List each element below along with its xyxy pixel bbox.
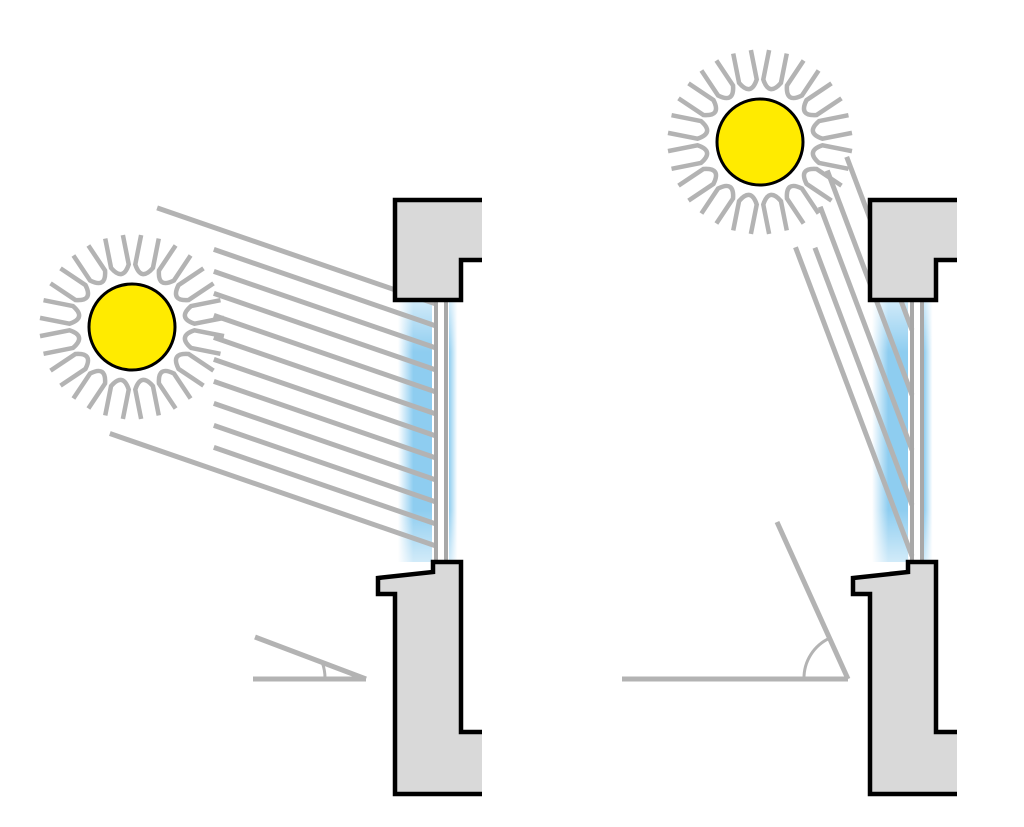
light-ray (213, 335, 437, 417)
sun-ray-petal (801, 81, 843, 118)
sun-ray-petal (182, 327, 225, 356)
sun-ray-petal (760, 49, 789, 92)
sun-ray-petal (71, 368, 108, 410)
sun-ray-petal (784, 183, 821, 225)
panel-low-sun (39, 197, 482, 797)
light-ray (213, 247, 437, 329)
sun-rays-right (793, 156, 915, 557)
sun-corona-right (667, 49, 853, 235)
light-ray (213, 291, 437, 373)
sun-ray-petal (103, 234, 132, 277)
wall-sill-left (375, 559, 482, 797)
light-ray (213, 423, 437, 505)
sun-ray-petal (103, 377, 132, 420)
sun-ray-petal (156, 244, 193, 286)
sun-ray-petal (49, 266, 91, 303)
sun-ray-petal (699, 59, 736, 101)
sun-ray-petal (39, 327, 82, 356)
sun-ray-petal (173, 266, 215, 303)
light-ray (156, 205, 437, 307)
sun-icon (667, 49, 853, 235)
light-ray (213, 379, 437, 461)
light-ray (213, 445, 437, 527)
light-ray (109, 431, 437, 549)
light-ray (793, 246, 915, 557)
sun-icon (39, 234, 225, 420)
sun-ray-petal (760, 192, 789, 235)
light-ray (213, 357, 437, 439)
sun-ray-petal (49, 351, 91, 388)
wall-lintel-right (867, 197, 957, 303)
sun-corona-left (39, 234, 225, 420)
sun-ray-petal (667, 113, 710, 142)
sun-rays-left (109, 205, 437, 549)
light-ray (213, 269, 437, 351)
wall-sill-right (850, 559, 957, 797)
panel-high-sun (622, 49, 957, 797)
sun-ray-petal (182, 298, 225, 327)
sun-ray-petal (677, 166, 719, 203)
angle-marker-high (622, 520, 851, 682)
light-ray (817, 205, 915, 451)
sun-ray-petal (132, 377, 161, 420)
sun-ray-petal (39, 298, 82, 327)
sun-ray-petal (156, 368, 193, 410)
sun-ray-petal (784, 59, 821, 101)
sun-ray-petal (667, 142, 710, 171)
sun-ray-petal (731, 49, 760, 92)
light-ray (812, 246, 915, 506)
sun-ray-petal (801, 166, 843, 203)
sun-ray-petal (699, 183, 736, 225)
angle-marker-low (253, 634, 367, 682)
sun-ray-petal (71, 244, 108, 286)
light-ray (213, 401, 437, 483)
sun-ray-petal (810, 142, 853, 171)
sun-ray-petal (731, 192, 760, 235)
sun-ray-petal (810, 113, 853, 142)
sun-ray-petal (173, 351, 215, 388)
sun-ray-petal (677, 81, 719, 118)
wall-lintel-left (392, 197, 482, 303)
sun-ray-petal (132, 234, 161, 277)
light-ray (213, 313, 437, 395)
